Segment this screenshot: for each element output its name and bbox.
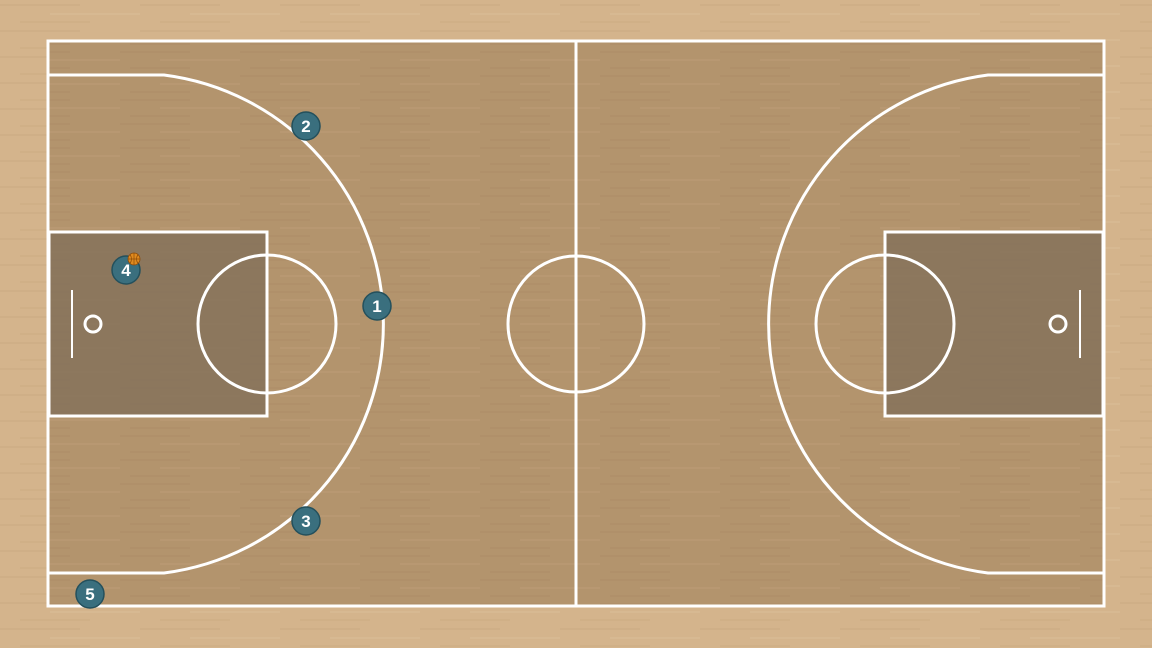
player-3[interactable]: 3 (291, 506, 321, 536)
center-circle (506, 254, 646, 394)
right-key (883, 230, 1105, 418)
player-marker-icon (291, 506, 321, 536)
player-label: 1 (372, 297, 381, 316)
left-key-paint (49, 232, 267, 416)
player-label: 5 (85, 585, 94, 604)
player-label: 3 (301, 512, 310, 531)
player-2[interactable]: 2 (291, 111, 321, 141)
right-hoop (1048, 314, 1068, 334)
player-label: 2 (301, 117, 310, 136)
player-marker-icon (362, 291, 392, 321)
basketball-icon (127, 252, 141, 266)
player-marker-icon (75, 579, 105, 609)
right-free-throw-circle (814, 253, 956, 395)
left-three-point-line (48, 73, 385, 575)
player-5[interactable]: 5 (75, 579, 105, 609)
left-free-throw-circle (196, 253, 338, 395)
right-three-point-line (767, 73, 1104, 575)
right-key-paint (885, 232, 1103, 416)
player-4[interactable]: 4 (111, 252, 141, 285)
court-lines (46, 39, 1106, 608)
left-key (47, 230, 269, 418)
player-marker-icon (291, 111, 321, 141)
player-1[interactable]: 1 (362, 291, 392, 321)
left-hoop (83, 314, 103, 334)
player-label: 4 (121, 261, 131, 280)
